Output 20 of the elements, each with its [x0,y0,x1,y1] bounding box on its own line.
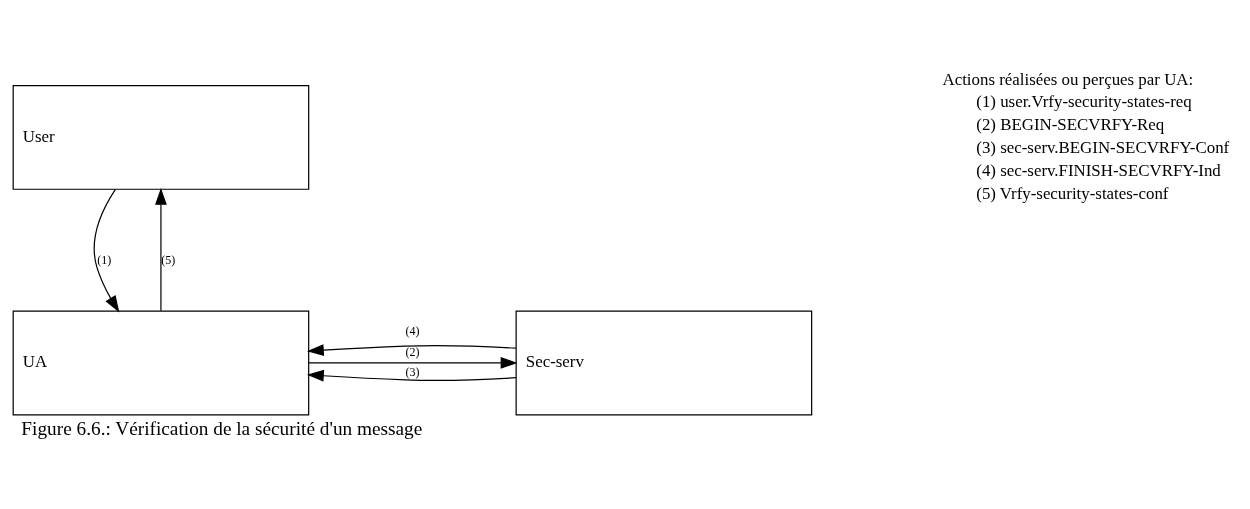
edge-label: (2) [405,344,420,359]
edge-label: (3) [405,364,420,379]
label: Actions réalisées ou perçues par UA: [942,69,1194,89]
arrow [308,356,518,369]
label: (5) Vrfy-security-states-conf [976,183,1169,203]
edge-label: (4) [405,323,420,338]
node-box: Sec-serv [515,310,813,415]
edge-label: (1) [97,252,112,267]
label: (2) BEGIN-SECVRFY-Req [976,114,1165,134]
label: (4) sec-serv.FINISH-SECVRFY-Ind [976,160,1221,180]
label: (3) sec-serv.BEGIN-SECVRFY-Conf [976,137,1230,157]
label: (1) user.Vrfy-security-states-req [976,91,1192,111]
caption: Figure 6.6.: Vérification de la sécurité d'un message [21,417,423,439]
arrow [93,188,120,312]
node-box: User [12,84,310,190]
arrow [306,369,517,382]
arrow [155,187,167,311]
node-box: UA [12,310,310,415]
arrow [306,343,517,356]
edge-label: (5) [161,252,176,267]
